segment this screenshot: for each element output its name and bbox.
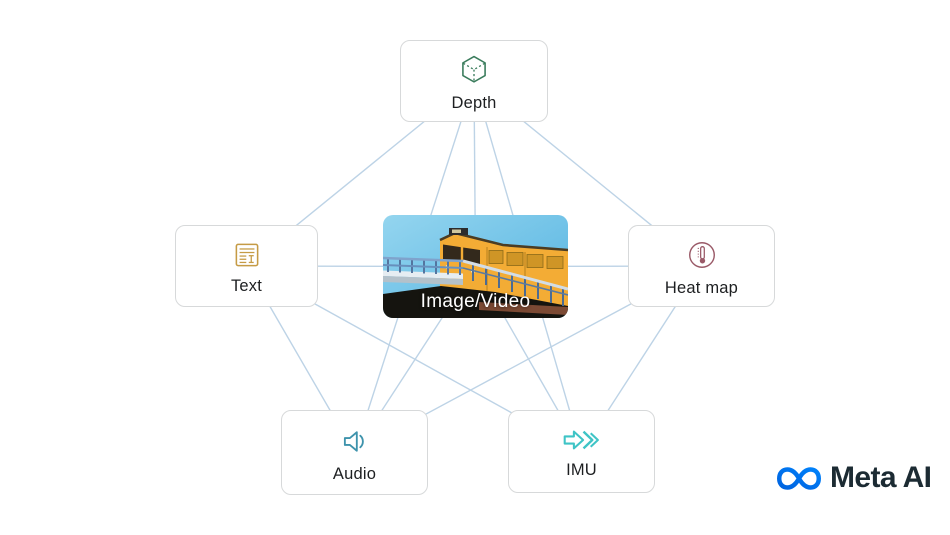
node-imu: IMU — [508, 410, 655, 493]
thermometer-icon — [688, 241, 715, 268]
node-label: Depth — [451, 93, 497, 112]
node-label: Text — [230, 276, 263, 295]
node-label: Audio — [332, 464, 377, 483]
motion-arrows-icon — [563, 430, 599, 450]
node-heat-map: Heat map — [628, 225, 775, 307]
node-audio: Audio — [281, 410, 428, 495]
node-depth: Depth — [400, 40, 548, 122]
node-label: IMU — [566, 461, 597, 480]
logo-text: Meta AI — [830, 461, 932, 494]
node-label-image-video: Image/Video — [420, 291, 531, 312]
speaker-icon — [343, 431, 364, 452]
document-text-icon — [235, 243, 258, 267]
node-image-video: Image/Video — [383, 215, 568, 318]
cube-3d-icon — [462, 55, 486, 83]
node-text: Text — [175, 225, 318, 307]
meta-ai-logo: Meta AI — [776, 461, 932, 494]
train-photo — [383, 215, 568, 318]
meta-infinity-icon — [777, 466, 821, 490]
node-label: Heat map — [664, 278, 739, 297]
